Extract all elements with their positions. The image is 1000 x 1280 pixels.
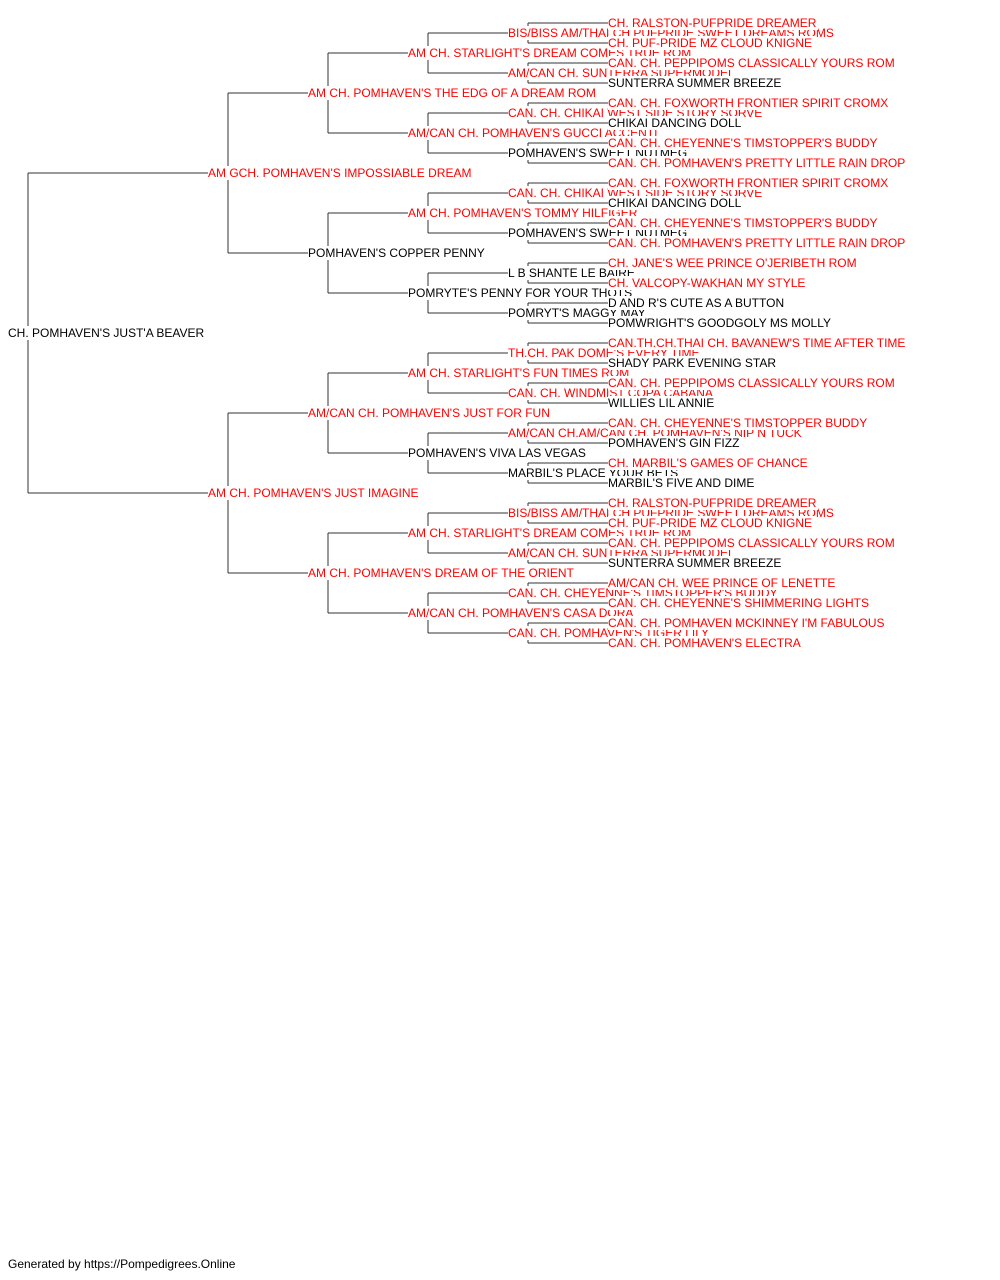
generated-by-footer: Generated by https://Pompedigrees.Online [8,1257,236,1271]
ancestor-name: CAN. CH. PEPPIPOMS CLASSICALLY YOURS ROM [608,536,897,550]
ancestor-name: POMRYTE'S PENNY FOR YOUR THOTS [408,286,635,300]
ancestor-name: CH. RALSTON-PUFPRIDE DREAMER [608,16,819,30]
ancestor-name: CAN. CH. POMHAVEN'S PRETTY LITTLE RAIN D… [608,156,908,170]
ancestor-name: CAN. CH. FOXWORTH FRONTIER SPIRIT CROMX [608,96,891,110]
ancestor-name: AM CH. POMHAVEN'S DREAM OF THE ORIENT [308,566,576,580]
ancestor-name: AM/CAN CH. POMHAVEN'S JUST FOR FUN [308,406,552,420]
ancestor-name: CH. PUF-PRIDE MZ CLOUD KNIGNE [608,516,815,530]
ancestor-name: L B SHANTE LE BAIRE [508,266,637,280]
ancestor-name: CAN. CH. CHEYENNE'S TIMSTOPPER'S BUDDY [608,136,880,150]
ancestor-name: AM CH. POMHAVEN'S JUST IMAGINE [208,486,421,500]
ancestor-name: POMHAVEN'S VIVA LAS VEGAS [408,446,588,460]
ancestor-name: CAN. CH. PEPPIPOMS CLASSICALLY YOURS ROM [608,56,897,70]
ancestor-name: AM CH. POMHAVEN'S THE EDG OF A DREAM ROM [308,86,598,100]
ancestor-name: CH. PUF-PRIDE MZ CLOUD KNIGNE [608,36,815,50]
ancestor-name: CAN. CH. POMHAVEN'S ELECTRA [608,636,803,650]
ancestor-name: AM CH. POMHAVEN'S TOMMY HILFIGER [408,206,640,220]
ancestor-name: CH. VALCOPY-WAKHAN MY STYLE [608,276,808,290]
ancestor-name: POMWRIGHT'S GOODGOLY MS MOLLY [608,316,833,330]
ancestor-name: CAN. CH. CHEYENNE'S TIMSTOPPER'S BUDDY [608,216,880,230]
ancestor-name: CAN.TH.CH.THAI CH. BAVANEW'S TIME AFTER … [608,336,908,350]
subject-dog-name: CH. POMHAVEN'S JUST'A BEAVER [8,326,207,340]
ancestor-name: CAN. CH. POMHAVEN MCKINNEY I'M FABULOUS [608,616,887,630]
ancestor-name: D AND R'S CUTE AS A BUTTON [608,296,787,310]
ancestor-name: CAN. CH. CHEYENNE'S SHIMMERING LIGHTS [608,596,871,610]
ancestor-name: AM CH. STARLIGHT'S FUN TIMES ROM [408,366,632,380]
ancestor-name: SUNTERRA SUMMER BREEZE [608,556,784,570]
ancestor-name: AM/CAN CH. POMHAVEN'S CASA DORA [408,606,636,620]
ancestor-name: MARBIL'S FIVE AND DIME [608,476,757,490]
ancestor-name: POMHAVEN'S COPPER PENNY [308,246,487,260]
ancestor-name: CH. JANE'S WEE PRINCE O'JERIBETH ROM [608,256,859,270]
ancestor-name: CH. RALSTON-PUFPRIDE DREAMER [608,496,819,510]
ancestor-name: SUNTERRA SUMMER BREEZE [608,76,784,90]
ancestor-name: AM/CAN CH. POMHAVEN'S GUCCI ACCENTI [408,126,660,140]
ancestor-name: SHADY PARK EVENING STAR [608,356,779,370]
ancestor-name: AM GCH. POMHAVEN'S IMPOSSIABLE DREAM [208,166,474,180]
ancestor-name: POMHAVEN'S GIN FIZZ [608,436,742,450]
ancestor-name: CAN. CH. POMHAVEN'S PRETTY LITTLE RAIN D… [608,236,908,250]
ancestor-name: CAN. CH. CHEYENNE'S TIMSTOPPER BUDDY [608,416,870,430]
ancestor-name: CHIKAI DANCING DOLL [608,116,744,130]
ancestor-name: CHIKAI DANCING DOLL [608,196,744,210]
ancestor-name: AM/CAN CH. WEE PRINCE OF LENETTE [608,576,838,590]
ancestor-name: CAN. CH. PEPPIPOMS CLASSICALLY YOURS ROM [608,376,897,390]
ancestor-name: CH. MARBIL'S GAMES OF CHANCE [608,456,810,470]
ancestor-name: CAN. CH. FOXWORTH FRONTIER SPIRIT CROMX [608,176,891,190]
ancestor-name: WILLIES LIL ANNIE [608,396,717,410]
